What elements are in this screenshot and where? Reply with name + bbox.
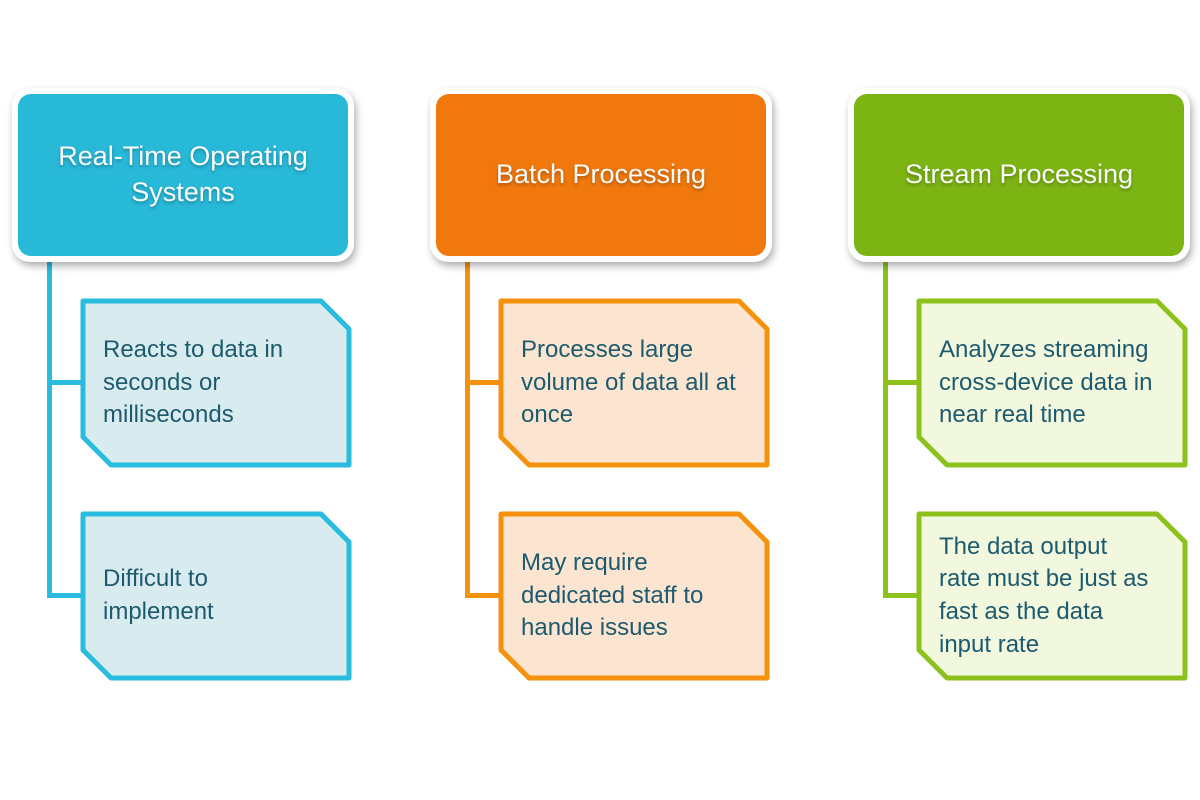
connector-stub — [883, 593, 919, 598]
connector-line — [47, 253, 52, 598]
child-text: Processes large volume of data all at on… — [521, 336, 736, 429]
header-box-fill: Real-Time Operating Systems — [18, 94, 348, 256]
child-box: Reacts to data in seconds or millisecond… — [80, 298, 352, 468]
header-box: Real-Time Operating Systems — [12, 88, 354, 262]
header-box-fill: Batch Processing — [436, 94, 766, 256]
child-text: Difficult to implement — [103, 565, 214, 625]
child-text: May require dedicated staff to handle is… — [521, 549, 704, 642]
connector-stub — [465, 593, 501, 598]
notched-tag-shape — [498, 298, 770, 468]
connector-line — [883, 253, 888, 598]
child-box: Difficult to implement — [80, 511, 352, 681]
header-title: Batch Processing — [495, 159, 707, 190]
child-text: Reacts to data in seconds or millisecond… — [103, 336, 284, 429]
column-batch-processing: Batch Processing Processes large volume … — [430, 88, 772, 708]
header-box: Stream Processing — [848, 88, 1190, 262]
notched-tag-shape — [916, 511, 1188, 681]
connector-stub — [883, 380, 919, 385]
child-text: The data output rate must be just as fas… — [939, 532, 1149, 658]
connector-stub — [47, 593, 83, 598]
column-real-time-operating-systems: Real-Time Operating Systems Reacts to da… — [12, 88, 354, 708]
connector-stub — [465, 380, 501, 385]
connector-stub — [47, 380, 83, 385]
child-box: Processes large volume of data all at on… — [498, 298, 770, 468]
header-box: Batch Processing — [430, 88, 772, 262]
connector-line — [465, 253, 470, 598]
header-box-fill: Stream Processing — [854, 94, 1184, 256]
header-title: Real-Time Operating Systems — [58, 141, 308, 207]
notched-tag-shape — [498, 511, 770, 681]
notched-tag-shape — [80, 298, 352, 468]
child-text: Analyzes streaming cross-device data in … — [939, 336, 1153, 429]
notched-tag-shape — [916, 298, 1188, 468]
child-box: May require dedicated staff to handle is… — [498, 511, 770, 681]
child-box: Analyzes streaming cross-device data in … — [916, 298, 1188, 468]
header-title: Stream Processing — [904, 159, 1134, 190]
column-stream-processing: Stream Processing Analyzes streaming cro… — [848, 88, 1190, 708]
child-box: The data output rate must be just as fas… — [916, 511, 1188, 681]
notched-tag-shape — [80, 511, 352, 681]
